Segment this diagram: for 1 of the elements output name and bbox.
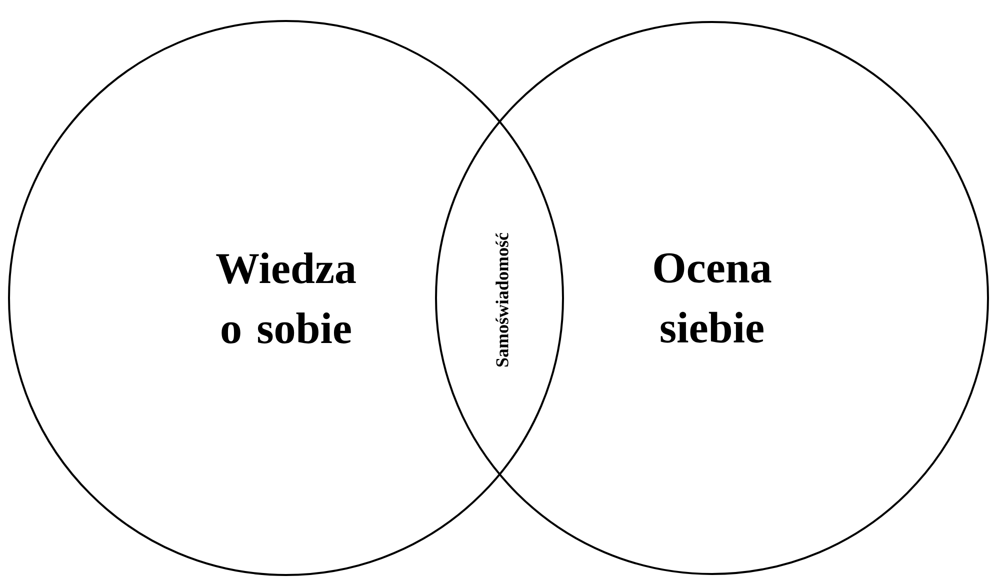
overlap-label: Samoświadomość <box>496 232 508 367</box>
